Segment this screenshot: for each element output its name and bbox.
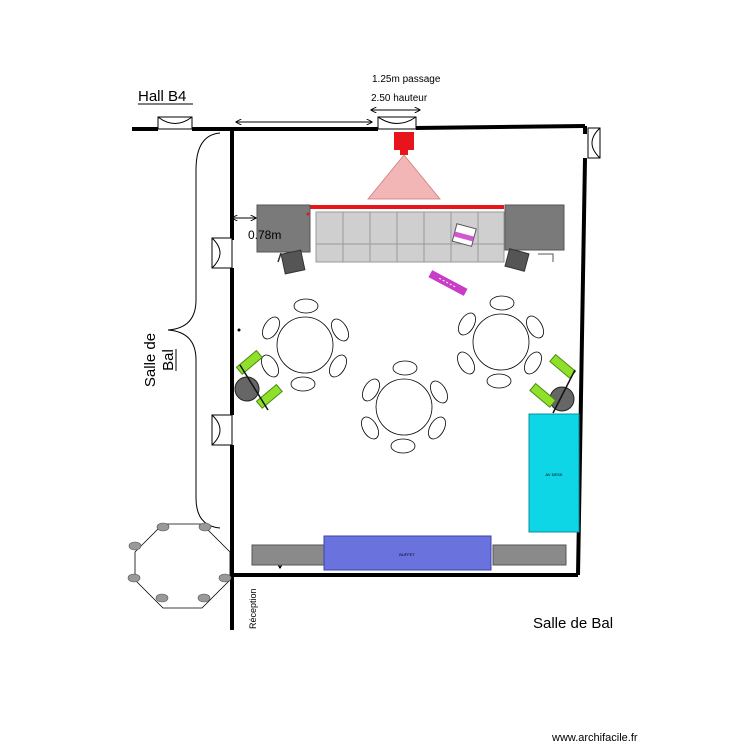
salle-side-label: Salle de Bal	[142, 333, 177, 387]
buffet-side-right	[492, 544, 567, 566]
reception-table	[127, 522, 232, 609]
buffet-table	[323, 535, 492, 571]
hall-label: Hall B4	[138, 88, 186, 105]
salle-bottom-label: Salle de Bal	[533, 615, 613, 632]
door-markers	[157, 116, 601, 446]
av-desk-label: AV DESK	[545, 472, 562, 477]
round-table-1	[261, 298, 349, 392]
buffet-label: BUFFET	[399, 552, 415, 557]
monitor-left-stand	[277, 252, 282, 263]
reception-label: Réception	[248, 588, 258, 629]
magenta-bar	[428, 270, 468, 296]
passage-label: 1.25m passage	[372, 74, 441, 85]
marker-dot	[237, 328, 241, 332]
salle-label-line2: Bal	[160, 349, 177, 371]
marker-dot	[306, 212, 310, 216]
round-table-3	[361, 360, 448, 454]
projector-beam	[367, 154, 441, 200]
width-label: 0.78m	[248, 228, 281, 242]
speaker-left	[256, 204, 311, 253]
light-unit-left	[234, 349, 283, 411]
monitor-left	[280, 249, 306, 275]
stage	[315, 211, 505, 263]
salle-label-line1: Salle de	[142, 333, 159, 387]
buffet-side-left	[251, 544, 326, 566]
monitor-right	[504, 248, 530, 272]
watermark: www.archifacile.fr	[551, 732, 638, 744]
hauteur-label: 2.50 hauteur	[371, 93, 428, 104]
salle-brace	[167, 132, 221, 529]
projector	[394, 132, 414, 150]
round-table-2	[457, 295, 544, 389]
speaker-right	[504, 204, 565, 251]
light-unit-right	[529, 353, 577, 414]
projector-mount	[400, 150, 408, 155]
speaker-right-cable	[538, 253, 554, 262]
screen	[310, 205, 504, 209]
av-desk	[528, 413, 580, 533]
lectern	[451, 223, 477, 247]
